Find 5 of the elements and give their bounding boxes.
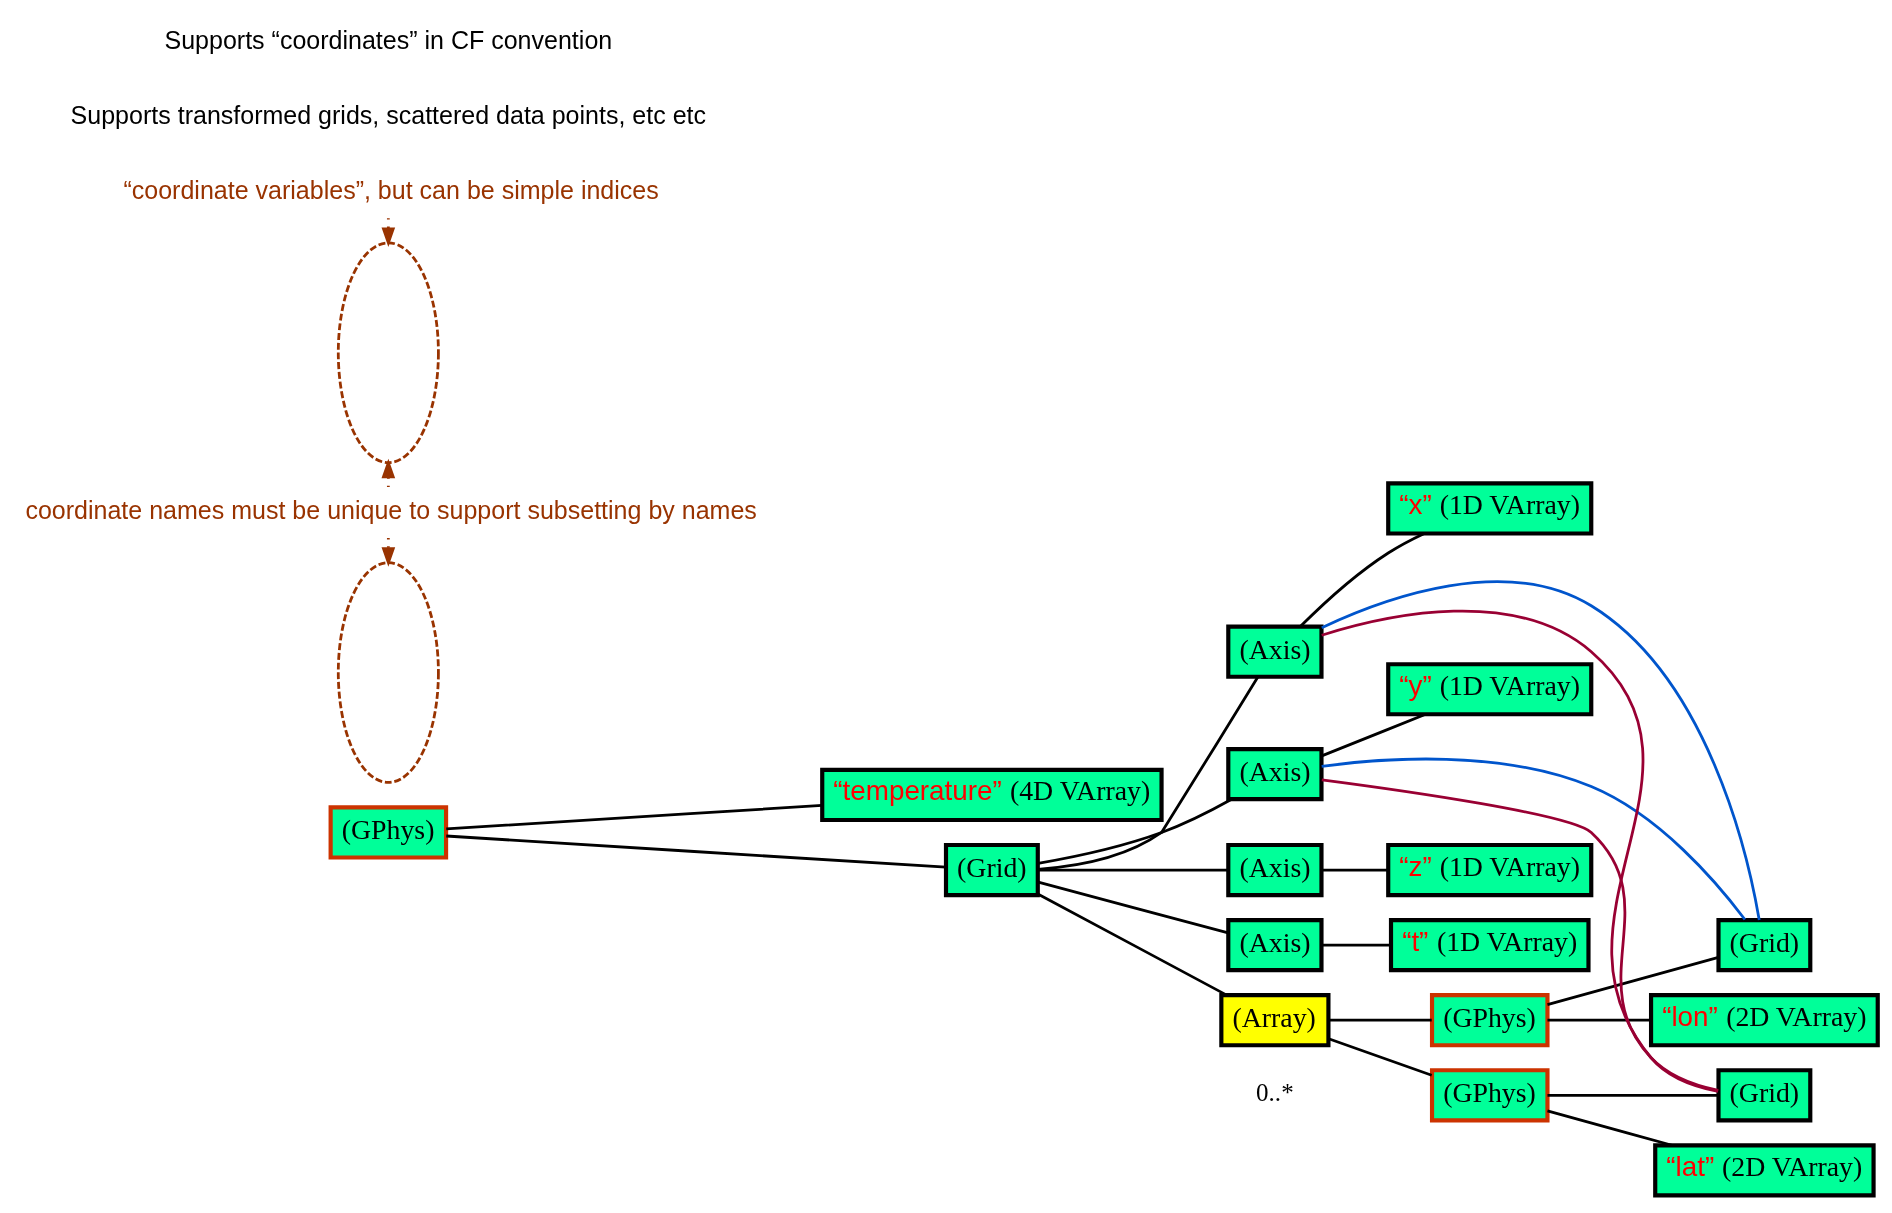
label: Supports transformed grids, scattered data points, etc etc — [70, 100, 707, 129]
node-label: 0..* — [1256, 1079, 1294, 1107]
node-text: “coordinate variables”, but can be simple indices — [123, 175, 659, 204]
label: Supports “coordinates” in CF convention — [164, 25, 613, 54]
node-text: coordinate names must be unique to support subsetting by names — [25, 495, 757, 524]
